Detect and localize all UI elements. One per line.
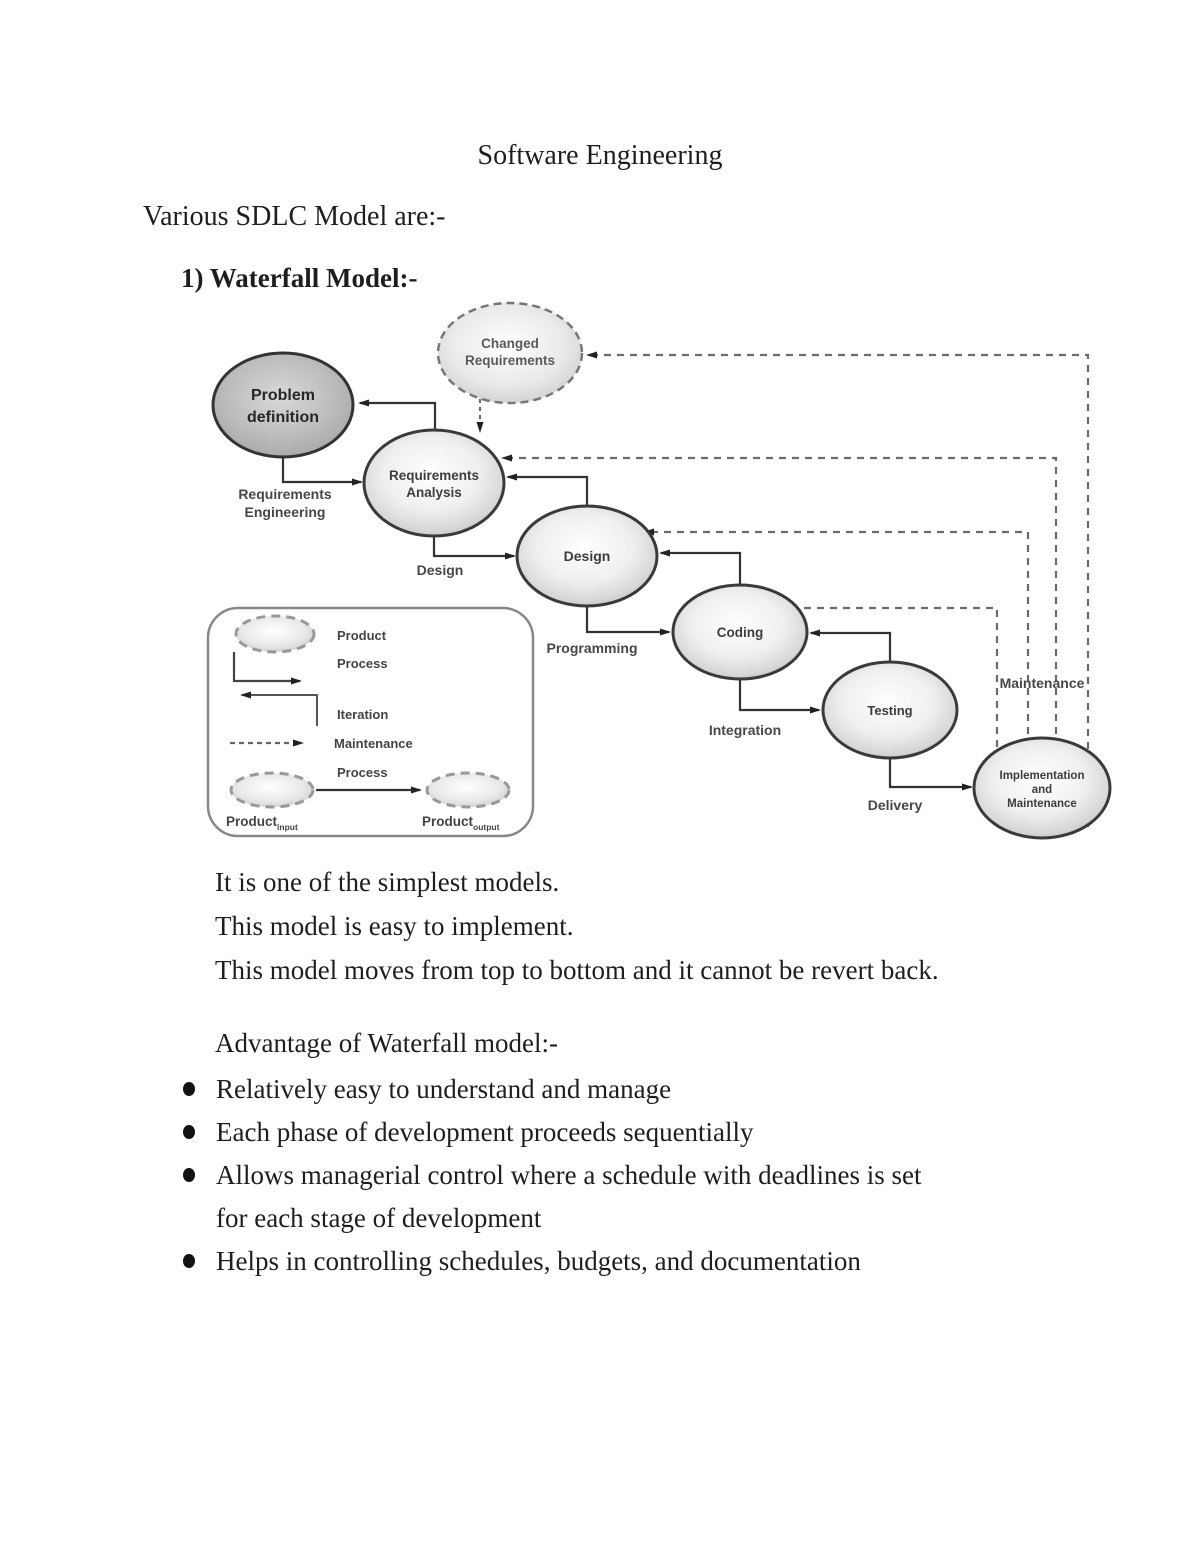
feedback-to-design	[643, 528, 1030, 747]
legend-process-label: Process	[337, 656, 388, 671]
paragraph-line: It is one of the simplest models.	[215, 867, 560, 897]
process-arrows	[281, 399, 973, 791]
node-implementation-maintenance: Implementation and Maintenance	[972, 736, 1112, 840]
list-item-text: Each phase of development proceeds seque…	[216, 1117, 754, 1147]
node-changed-requirements: Changed Requirements	[436, 301, 584, 405]
list-item-text: Helps in controlling schedules, budgets,…	[216, 1246, 861, 1276]
page-title: Software Engineering	[477, 140, 723, 171]
testing-to-implementation-arrow	[888, 757, 973, 791]
changed-requirements-label-1: Changed	[481, 336, 539, 351]
legend-iteration-label: Iteration	[337, 707, 388, 722]
requirements-engineering-label-2: Engineering	[245, 504, 326, 520]
feedback-to-requirements-analysis	[501, 454, 1058, 747]
list-item-text: for each stage of development	[216, 1203, 542, 1233]
node-requirements-analysis: Requirements Analysis	[362, 428, 506, 538]
requirements-analysis-ellipse	[362, 428, 506, 538]
legend-box	[206, 606, 535, 838]
integration-phase-label: Integration	[709, 722, 781, 738]
product-input-base: Product	[226, 814, 278, 829]
design-ellipse	[515, 504, 659, 608]
maintenance-feedback-lines	[476, 351, 1090, 827]
node-design: Design	[515, 504, 659, 608]
coding-to-design-arrow	[659, 549, 742, 586]
legend-process-arrow	[232, 652, 302, 685]
delivery-phase-label: Delivery	[868, 797, 923, 813]
diagram-legend: Product Process Iteration Maintenance Pr…	[206, 606, 535, 838]
list-item: Allows managerial control where a schedu…	[183, 1154, 1073, 1240]
list-item-text: Relatively easy to understand and manage	[216, 1074, 672, 1104]
subtitle: Various SDLC Model are:-	[143, 201, 446, 232]
problem-to-analysis-arrow	[281, 456, 363, 486]
requirements-analysis-label-2: Analysis	[406, 485, 462, 500]
feedback-to-coding	[770, 604, 999, 747]
paragraph-line: This model is easy to implement.	[215, 911, 574, 941]
problem-definition-ellipse	[211, 351, 355, 459]
legend-product-input-ellipse	[229, 771, 315, 809]
product-output-sub: output	[473, 822, 500, 832]
product-output-base: Product	[422, 814, 474, 829]
coding-node-label: Coding	[717, 625, 764, 640]
changed-requirements-ellipse	[436, 301, 584, 405]
node-coding: Coding	[671, 583, 809, 681]
waterfall-model-diagram: Changed Requirements Problem definition …	[206, 301, 1112, 840]
section-heading: 1) Waterfall Model:-	[181, 263, 418, 293]
phase-labels: Requirements Engineering Design Programm…	[238, 486, 1084, 813]
feedback-to-changed-requirements	[586, 351, 1090, 827]
legend-iteration-arrow	[240, 691, 318, 726]
legend-maintenance-label: Maintenance	[334, 736, 413, 751]
list-item-text: Allows managerial control where a schedu…	[216, 1160, 922, 1190]
list-item: Relatively easy to understand and manage	[183, 1068, 1073, 1111]
changed-requirements-label-2: Requirements	[465, 353, 555, 368]
maintenance-phase-label: Maintenance	[1000, 675, 1085, 691]
design-node-label: Design	[564, 548, 611, 564]
coding-ellipse	[671, 583, 809, 681]
design-phase-label: Design	[417, 562, 464, 578]
programming-phase-label: Programming	[546, 640, 637, 656]
analysis-to-design-arrow	[432, 535, 516, 560]
requirements-engineering-label-1: Requirements	[238, 486, 332, 502]
legend-product-output-label: Productoutput	[422, 814, 500, 832]
design-to-analysis-arrow	[506, 473, 589, 508]
list-item: Each phase of development proceeds seque…	[183, 1111, 1073, 1154]
implementation-label-2: and	[1032, 784, 1052, 796]
problem-definition-label-2: definition	[247, 409, 319, 426]
implementation-label-1: Implementation	[1000, 770, 1085, 782]
analysis-to-problem-arrow	[358, 399, 437, 429]
legend-product-output-ellipse	[425, 771, 511, 809]
product-input-sub: input	[277, 822, 298, 832]
implementation-label-3: Maintenance	[1007, 798, 1077, 810]
advantages-list: Relatively easy to understand and manage…	[183, 1068, 1073, 1283]
testing-ellipse	[821, 660, 959, 760]
problem-definition-label-1: Problem	[251, 387, 315, 404]
node-testing: Testing	[821, 660, 959, 760]
design-to-coding-arrow	[585, 605, 671, 636]
legend-product-input-label: Productinput	[226, 814, 298, 832]
testing-to-coding-arrow	[809, 629, 892, 664]
legend-product-label: Product	[337, 628, 387, 643]
testing-node-label: Testing	[867, 703, 912, 718]
coding-to-testing-arrow	[738, 679, 821, 714]
paragraph-line: This model moves from top to bottom and …	[215, 955, 939, 985]
legend-product-ellipse	[234, 614, 316, 654]
implementation-ellipse	[972, 736, 1112, 840]
description-paragraph: It is one of the simplest models. This m…	[215, 860, 939, 992]
requirements-analysis-label-1: Requirements	[389, 468, 479, 483]
list-item: Helps in controlling schedules, budgets,…	[183, 1240, 1073, 1283]
legend-process-bottom-label: Process	[337, 765, 388, 780]
node-problem-definition: Problem definition	[211, 351, 355, 459]
advantages-heading: Advantage of Waterfall model:-	[215, 1028, 558, 1058]
